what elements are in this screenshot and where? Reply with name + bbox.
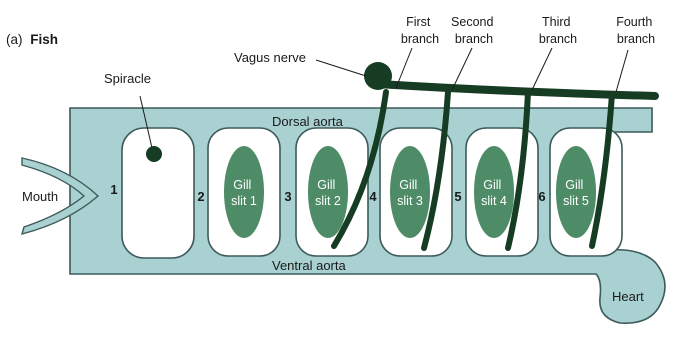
- gill-slit-1: [224, 146, 264, 238]
- branch-4-pointer: [616, 50, 628, 92]
- gill-slit-4-line1: Gill: [483, 178, 501, 192]
- gill-slit-1-line1: Gill: [233, 178, 251, 192]
- branch-4-label: Fourth branch: [616, 15, 656, 46]
- branch-1-line2: branch: [401, 32, 439, 46]
- gill-slit-2-line2: slit 2: [315, 194, 341, 208]
- branch-3-pointer: [532, 48, 552, 90]
- gill-slit-5-line1: Gill: [565, 178, 583, 192]
- branch-2-pointer: [452, 48, 472, 90]
- branch-4-line1: Fourth: [616, 15, 652, 29]
- gill-slit-4-line2: slit 4: [481, 194, 507, 208]
- mouth-label: Mouth: [22, 189, 58, 204]
- gill-slit-5-line2: slit 5: [563, 194, 589, 208]
- figure-tag: (a): [6, 32, 23, 47]
- arch-number-6: 6: [538, 189, 545, 204]
- vagus-ganglion: [364, 62, 392, 90]
- gill-slit-3-line1: Gill: [399, 178, 417, 192]
- branch-2-line2: branch: [455, 32, 493, 46]
- gill-slit-2-line1: Gill: [317, 178, 335, 192]
- gill-slit-1-line2: slit 1: [231, 194, 257, 208]
- gill-slit-3-line2: slit 3: [397, 194, 423, 208]
- branch-1-line1: First: [406, 15, 431, 29]
- ventral-aorta-label: Ventral aorta: [272, 258, 346, 273]
- branch-1-label: First branch: [401, 15, 439, 46]
- arch-number-4: 4: [369, 189, 377, 204]
- spiracle-label: Spiracle: [104, 71, 151, 86]
- arch-number-5: 5: [454, 189, 461, 204]
- spiracle-dot: [146, 146, 162, 162]
- branch-4-line2: branch: [617, 32, 655, 46]
- branch-3-line1: Third: [542, 15, 571, 29]
- dorsal-aorta-label: Dorsal aorta: [272, 114, 344, 129]
- branch-3-line2: branch: [539, 32, 577, 46]
- arch-number-1: 1: [110, 182, 117, 197]
- vagus-pointer: [316, 60, 366, 76]
- gill-slit-3: [390, 146, 430, 238]
- branch-labels: First branch Second branch Third branch …: [401, 15, 656, 46]
- figure-name: Fish: [30, 32, 58, 47]
- vagus-nerve-label: Vagus nerve: [234, 50, 306, 65]
- branch-3-label: Third branch: [539, 15, 577, 46]
- branch-2-line1: Second: [451, 15, 493, 29]
- heart-label: Heart: [612, 289, 644, 304]
- gill-slit-5: [556, 146, 596, 238]
- gill-slit-2: [308, 146, 348, 238]
- gill-slit-4: [474, 146, 514, 238]
- arch-number-3: 3: [284, 189, 291, 204]
- arch-number-2: 2: [197, 189, 204, 204]
- figure-title: (a) Fish: [6, 32, 58, 47]
- branch-2-label: Second branch: [451, 15, 497, 46]
